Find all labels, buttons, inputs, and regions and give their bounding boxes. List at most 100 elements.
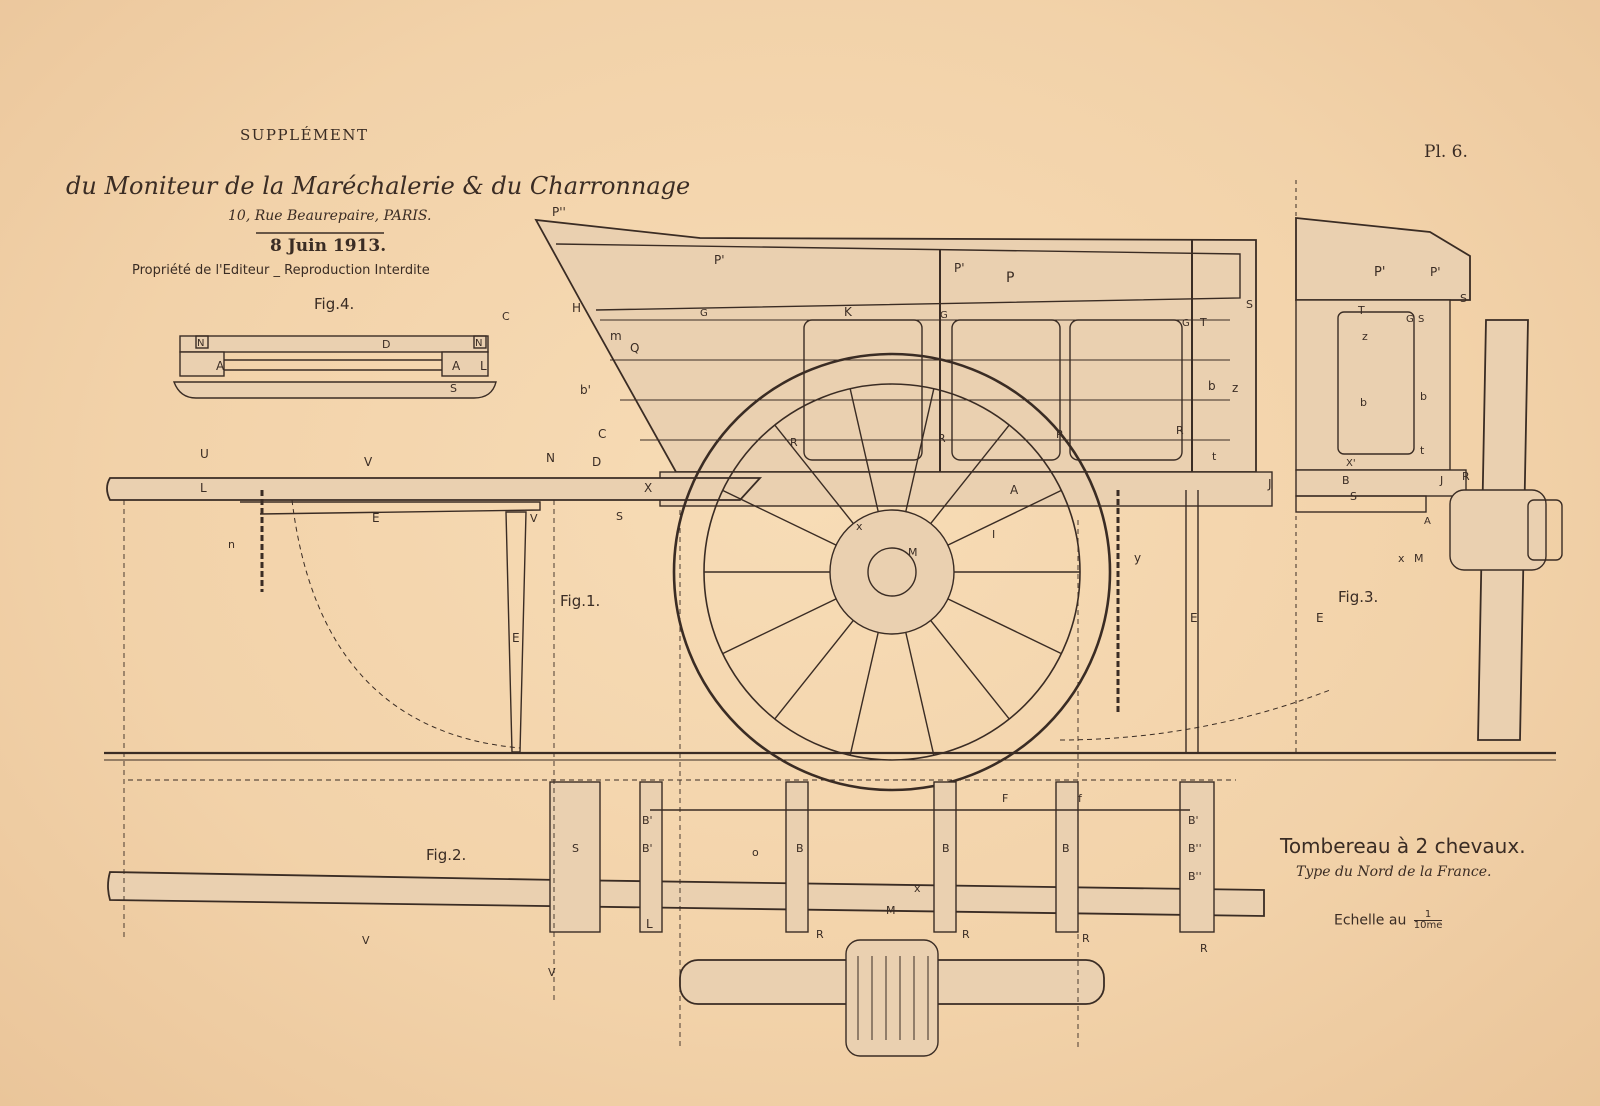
part-label: G bbox=[940, 310, 948, 321]
part-label: G bbox=[700, 308, 708, 319]
wheel-spoke bbox=[905, 388, 935, 512]
rear-axle-bed bbox=[1295, 495, 1427, 513]
body-stanchions bbox=[939, 240, 1193, 472]
part-label: S bbox=[1418, 314, 1424, 325]
plan-hub bbox=[845, 939, 939, 1057]
wheel-hub bbox=[829, 509, 955, 635]
part-label: V bbox=[364, 455, 373, 469]
part-label: I bbox=[992, 528, 995, 541]
part-label: o bbox=[752, 846, 759, 859]
part-label: P' bbox=[714, 253, 725, 267]
fig2-labels: F f B' B' B' B'' S o B B B B'' L M x V V… bbox=[362, 792, 1208, 979]
plan-crossbar bbox=[639, 781, 663, 933]
wheel-spoke bbox=[849, 632, 879, 756]
rear-panel bbox=[1337, 311, 1415, 455]
wheel-spoke bbox=[722, 489, 837, 546]
wheel-spoke bbox=[849, 388, 879, 512]
part-label: H bbox=[572, 301, 581, 315]
part-label: R bbox=[962, 928, 970, 941]
part-label: V bbox=[548, 966, 556, 979]
part-label: P'' bbox=[552, 205, 566, 219]
fig4-labels: N N C D A A L S bbox=[197, 310, 510, 395]
part-label: y bbox=[1134, 551, 1141, 565]
part-label: N bbox=[546, 451, 555, 465]
part-label: C bbox=[502, 310, 510, 323]
part-label: L bbox=[646, 917, 653, 931]
fig4-left-block bbox=[179, 351, 225, 377]
rear-prop bbox=[1185, 490, 1199, 752]
scale-numerator: 1 bbox=[1413, 910, 1443, 921]
plan-crossbars bbox=[639, 781, 1079, 933]
fig3-caption: Fig.3. bbox=[1338, 588, 1378, 606]
part-label: C bbox=[598, 427, 606, 441]
part-label: S bbox=[1460, 292, 1467, 305]
fig3-labels: P' P' S T G S z b b X' t B S J R A x M E bbox=[1316, 265, 1470, 625]
part-label: P' bbox=[954, 261, 965, 275]
part-label: B' bbox=[1188, 814, 1199, 827]
part-label: b bbox=[1420, 390, 1427, 403]
panel-3 bbox=[1069, 319, 1183, 461]
part-label: z bbox=[1362, 330, 1368, 343]
part-label: V bbox=[362, 934, 370, 947]
part-label: D bbox=[382, 338, 390, 351]
part-label: R bbox=[1462, 470, 1470, 483]
part-label: D bbox=[592, 455, 601, 469]
fig1-side-view bbox=[106, 218, 1331, 792]
part-label: R bbox=[1056, 428, 1064, 441]
wheel-rim-outer bbox=[672, 352, 1112, 792]
part-label: G bbox=[1182, 318, 1190, 329]
part-label: B' bbox=[642, 842, 653, 855]
publisher-address: 10, Rue Beaurepaire, PARIS. bbox=[228, 208, 432, 224]
part-label: S bbox=[1350, 490, 1357, 503]
plan-hub-bands bbox=[857, 956, 929, 1040]
part-label: m bbox=[610, 329, 622, 343]
part-label: R bbox=[1176, 424, 1184, 437]
part-label: A bbox=[216, 359, 225, 373]
part-label: P bbox=[1006, 270, 1014, 286]
part-label: P' bbox=[1430, 265, 1441, 279]
fig4-cross-section bbox=[172, 335, 497, 399]
plan-crossbar bbox=[933, 781, 957, 933]
fig4-axle-bar bbox=[172, 381, 497, 399]
projection-arc-2 bbox=[1059, 689, 1331, 741]
part-label: B'' bbox=[1188, 842, 1202, 855]
part-label: L bbox=[480, 359, 487, 373]
plan-rear-block bbox=[1179, 781, 1215, 933]
part-label: A bbox=[1010, 483, 1019, 497]
shaft-brace bbox=[240, 501, 541, 515]
part-label: B'' bbox=[1188, 870, 1202, 883]
scale-label: Echelle au bbox=[1334, 912, 1407, 929]
publication-date: 8 Juin 1913. bbox=[270, 236, 387, 256]
rear-top-board bbox=[1295, 217, 1471, 301]
fig4-caption: Fig.4. bbox=[314, 295, 354, 313]
part-label: b bbox=[1208, 379, 1216, 393]
fig4-bolt-right bbox=[473, 335, 487, 349]
part-label: E bbox=[1190, 611, 1198, 625]
wheel-spoke bbox=[905, 632, 935, 756]
part-label: G bbox=[1406, 314, 1414, 325]
fig4-beams bbox=[224, 359, 442, 371]
front-prop bbox=[505, 511, 527, 753]
part-label: T bbox=[1199, 316, 1207, 329]
part-label: B bbox=[942, 842, 950, 855]
wheel-spoke bbox=[774, 424, 854, 524]
part-label: A bbox=[1424, 516, 1431, 527]
part-label: U bbox=[200, 447, 209, 461]
part-label: B' bbox=[642, 814, 653, 827]
fig1-labels: P'' P P' P' H K G G G T S Q m b' C N D U… bbox=[200, 205, 1272, 645]
rights-notice: Propriété de l'Editeur _ Reproduction In… bbox=[132, 263, 430, 278]
part-label: X' bbox=[1346, 458, 1356, 469]
part-label: R bbox=[816, 928, 824, 941]
rear-axle-cap bbox=[1527, 499, 1563, 561]
cart-body bbox=[534, 218, 1257, 473]
wheel-spoke bbox=[774, 620, 854, 720]
part-label: t bbox=[1212, 450, 1217, 463]
part-label: J bbox=[1267, 477, 1272, 491]
wheel-spoke bbox=[722, 598, 837, 655]
scale-note: Echelle au 1 10me bbox=[1334, 910, 1443, 931]
part-label: b bbox=[1360, 396, 1367, 409]
fig2-plan-view bbox=[107, 781, 1265, 1057]
fig4-right-block bbox=[441, 351, 489, 377]
part-label: E bbox=[1316, 611, 1324, 625]
